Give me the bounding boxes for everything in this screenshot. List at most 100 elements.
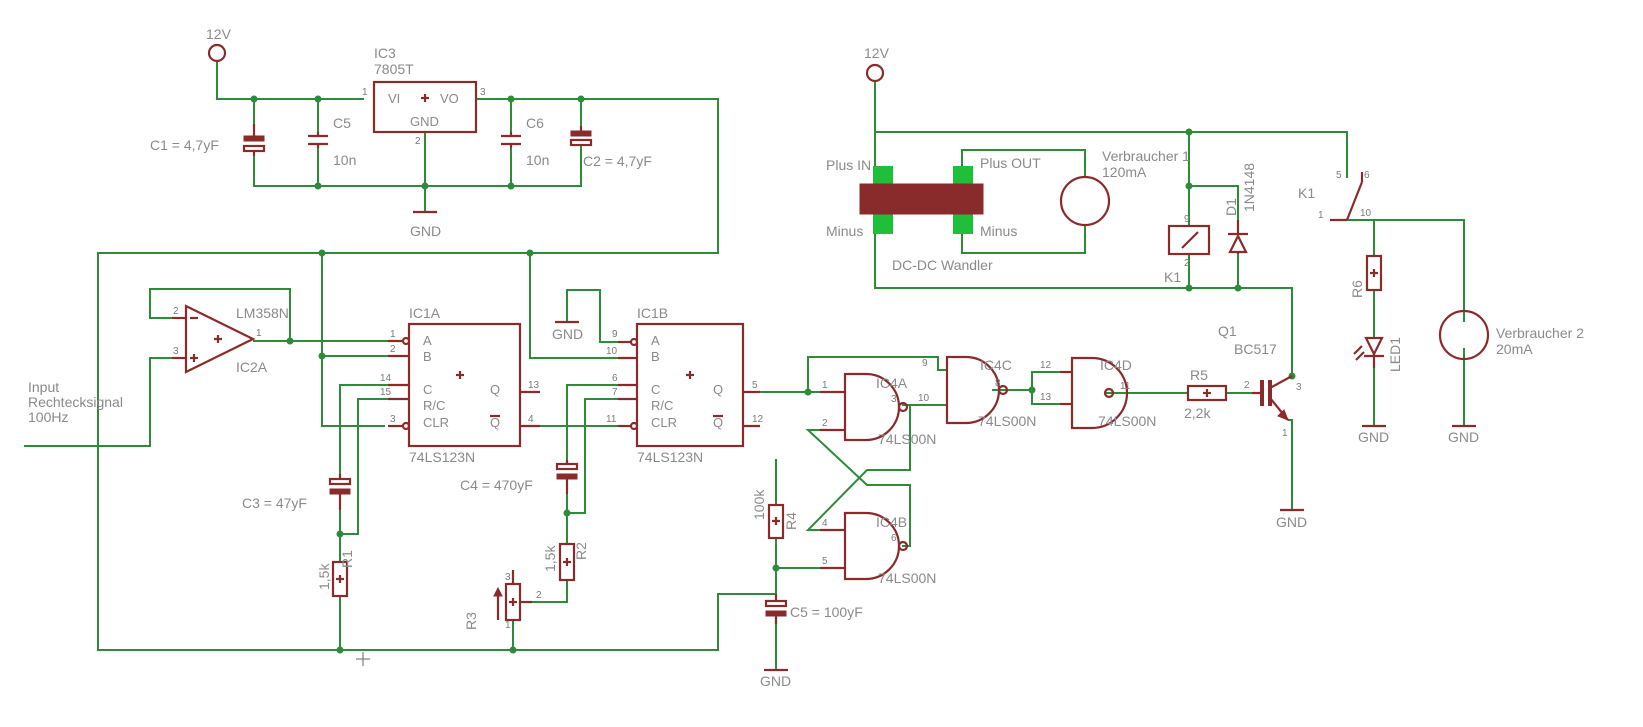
- cap-c3: C3 = 47yF: [242, 474, 352, 511]
- svg-text:1: 1: [505, 620, 511, 631]
- svg-text:74LS123N: 74LS123N: [637, 449, 703, 465]
- svg-text:2,2k: 2,2k: [1184, 405, 1211, 421]
- dcdc-converter: Plus IN Minus Plus OUT Minus DC-DC Wandl…: [826, 155, 1041, 273]
- svg-text:CLR: CLR: [651, 415, 677, 430]
- svg-text:IC4A: IC4A: [876, 375, 908, 391]
- svg-text:74LS00N: 74LS00N: [978, 413, 1036, 429]
- svg-text:Q1: Q1: [1218, 323, 1237, 339]
- cap-c5: C5 10n: [308, 115, 356, 168]
- svg-text:C5 = 100yF: C5 = 100yF: [790, 604, 863, 620]
- relay-k1-switch: K1 1 5 6 10: [1298, 170, 1372, 222]
- resistor-r2: R2 1,5k: [542, 542, 589, 582]
- svg-text:100k: 100k: [751, 489, 767, 520]
- svg-text:K1: K1: [1164, 269, 1181, 285]
- svg-text:CLR: CLR: [423, 415, 449, 430]
- svg-text:15: 15: [380, 387, 392, 398]
- svg-text:Plus OUT: Plus OUT: [980, 155, 1041, 171]
- cap-c1: C1 = 4,7yF: [150, 124, 266, 156]
- svg-text:Q: Q: [490, 415, 500, 430]
- svg-text:IC3: IC3: [374, 45, 396, 61]
- svg-text:3: 3: [891, 394, 897, 405]
- svg-text:3: 3: [505, 572, 511, 583]
- svg-text:5: 5: [822, 556, 828, 567]
- svg-text:Plus IN: Plus IN: [826, 157, 871, 173]
- svg-text:Minus: Minus: [980, 223, 1017, 239]
- svg-text:GND: GND: [552, 326, 583, 342]
- svg-text:2: 2: [1184, 258, 1190, 269]
- svg-text:IC1B: IC1B: [637, 305, 668, 321]
- svg-text:3: 3: [390, 414, 396, 425]
- svg-text:Verbraucher 2: Verbraucher 2: [1496, 325, 1584, 341]
- svg-text:11: 11: [1120, 381, 1131, 392]
- svg-text:1,5k: 1,5k: [542, 545, 558, 572]
- resistor-r6: R6: [1349, 254, 1383, 298]
- svg-text:8: 8: [995, 378, 1001, 389]
- svg-text:74LS00N: 74LS00N: [1098, 413, 1156, 429]
- svg-text:74LS00N: 74LS00N: [878, 431, 936, 447]
- svg-text:13: 13: [1040, 392, 1052, 403]
- svg-text:C6: C6: [526, 115, 544, 131]
- svg-text:100Hz: 100Hz: [28, 409, 68, 425]
- svg-text:C2 = 4,7yF: C2 = 4,7yF: [583, 153, 652, 169]
- svg-text:GND: GND: [410, 223, 441, 239]
- cap-c5-timer: C5 = 100yF: [764, 594, 863, 624]
- svg-text:7: 7: [612, 387, 618, 398]
- svg-text:74LS123N: 74LS123N: [409, 449, 475, 465]
- svg-text:9: 9: [1184, 214, 1190, 225]
- svg-text:12: 12: [752, 414, 764, 425]
- cap-c6: C6 10n: [501, 115, 549, 168]
- svg-text:GND: GND: [1448, 429, 1479, 445]
- svg-text:LM358N: LM358N: [236, 305, 289, 321]
- supply-12v-right: 12V: [864, 45, 890, 83]
- svg-text:R/C: R/C: [423, 398, 445, 413]
- svg-text:VO: VO: [440, 91, 459, 106]
- svg-text:Q: Q: [490, 382, 500, 397]
- svg-text:A: A: [423, 333, 432, 348]
- svg-text:4: 4: [528, 414, 534, 425]
- gnd-regulator: GND: [410, 210, 441, 239]
- svg-text:2: 2: [1244, 380, 1250, 391]
- svg-text:3: 3: [480, 87, 486, 98]
- svg-text:6: 6: [1364, 170, 1370, 181]
- resistor-r1: R1 1,5k: [316, 550, 355, 598]
- svg-text:9: 9: [612, 329, 618, 340]
- cap-c2: C2 = 4,7yF: [569, 126, 652, 169]
- svg-text:2: 2: [173, 306, 179, 317]
- regulator-ic3: IC3 7805T VI VO GND 1 3 2: [362, 45, 486, 147]
- svg-text:GND: GND: [410, 114, 439, 129]
- resistor-r5: R5 2,2k: [1184, 367, 1228, 421]
- svg-text:10n: 10n: [526, 152, 549, 168]
- svg-text:C: C: [651, 382, 660, 397]
- transistor-q1: Q1 BC517 2 3 1: [1218, 323, 1302, 439]
- load-verbraucher-1: Verbraucher 1 120mA: [1059, 148, 1190, 227]
- svg-text:IC1A: IC1A: [409, 305, 441, 321]
- svg-text:1,5k: 1,5k: [316, 563, 332, 590]
- svg-text:6: 6: [612, 373, 618, 384]
- svg-text:C1 = 4,7yF: C1 = 4,7yF: [150, 137, 219, 153]
- svg-text:Verbraucher 1: Verbraucher 1: [1102, 148, 1190, 164]
- monoflop-ic1b: IC1B 74LS123N A B C R/C CLR Q Q 9 10 6 7…: [606, 305, 764, 465]
- svg-text:IC4D: IC4D: [1100, 357, 1132, 373]
- opamp-ic2a: LM358N IC2A 2 3 1: [172, 304, 289, 375]
- svg-text:1: 1: [390, 329, 396, 340]
- svg-text:Minus: Minus: [826, 223, 863, 239]
- svg-text:B: B: [651, 349, 660, 364]
- svg-text:R/C: R/C: [651, 398, 673, 413]
- led-led1: LED1: [1353, 337, 1403, 372]
- svg-text:10: 10: [606, 346, 618, 357]
- svg-text:DC-DC Wandler: DC-DC Wandler: [892, 257, 993, 273]
- nand-ic4a: IC4A 74LS00N 1 2 3: [820, 372, 936, 447]
- svg-text:2: 2: [390, 344, 396, 355]
- svg-text:R2: R2: [573, 542, 589, 560]
- svg-text:2: 2: [415, 136, 421, 147]
- svg-text:IC2A: IC2A: [236, 359, 268, 375]
- svg-text:Input: Input: [28, 379, 59, 395]
- svg-text:7805T: 7805T: [374, 61, 414, 77]
- svg-text:1N4148: 1N4148: [1241, 163, 1257, 212]
- svg-text:R6: R6: [1349, 280, 1365, 298]
- svg-text:R3: R3: [463, 612, 479, 630]
- svg-text:6: 6: [891, 533, 897, 544]
- svg-text:11: 11: [606, 414, 617, 425]
- ground-symbols: GND GND GND GND GND GND: [410, 210, 1479, 689]
